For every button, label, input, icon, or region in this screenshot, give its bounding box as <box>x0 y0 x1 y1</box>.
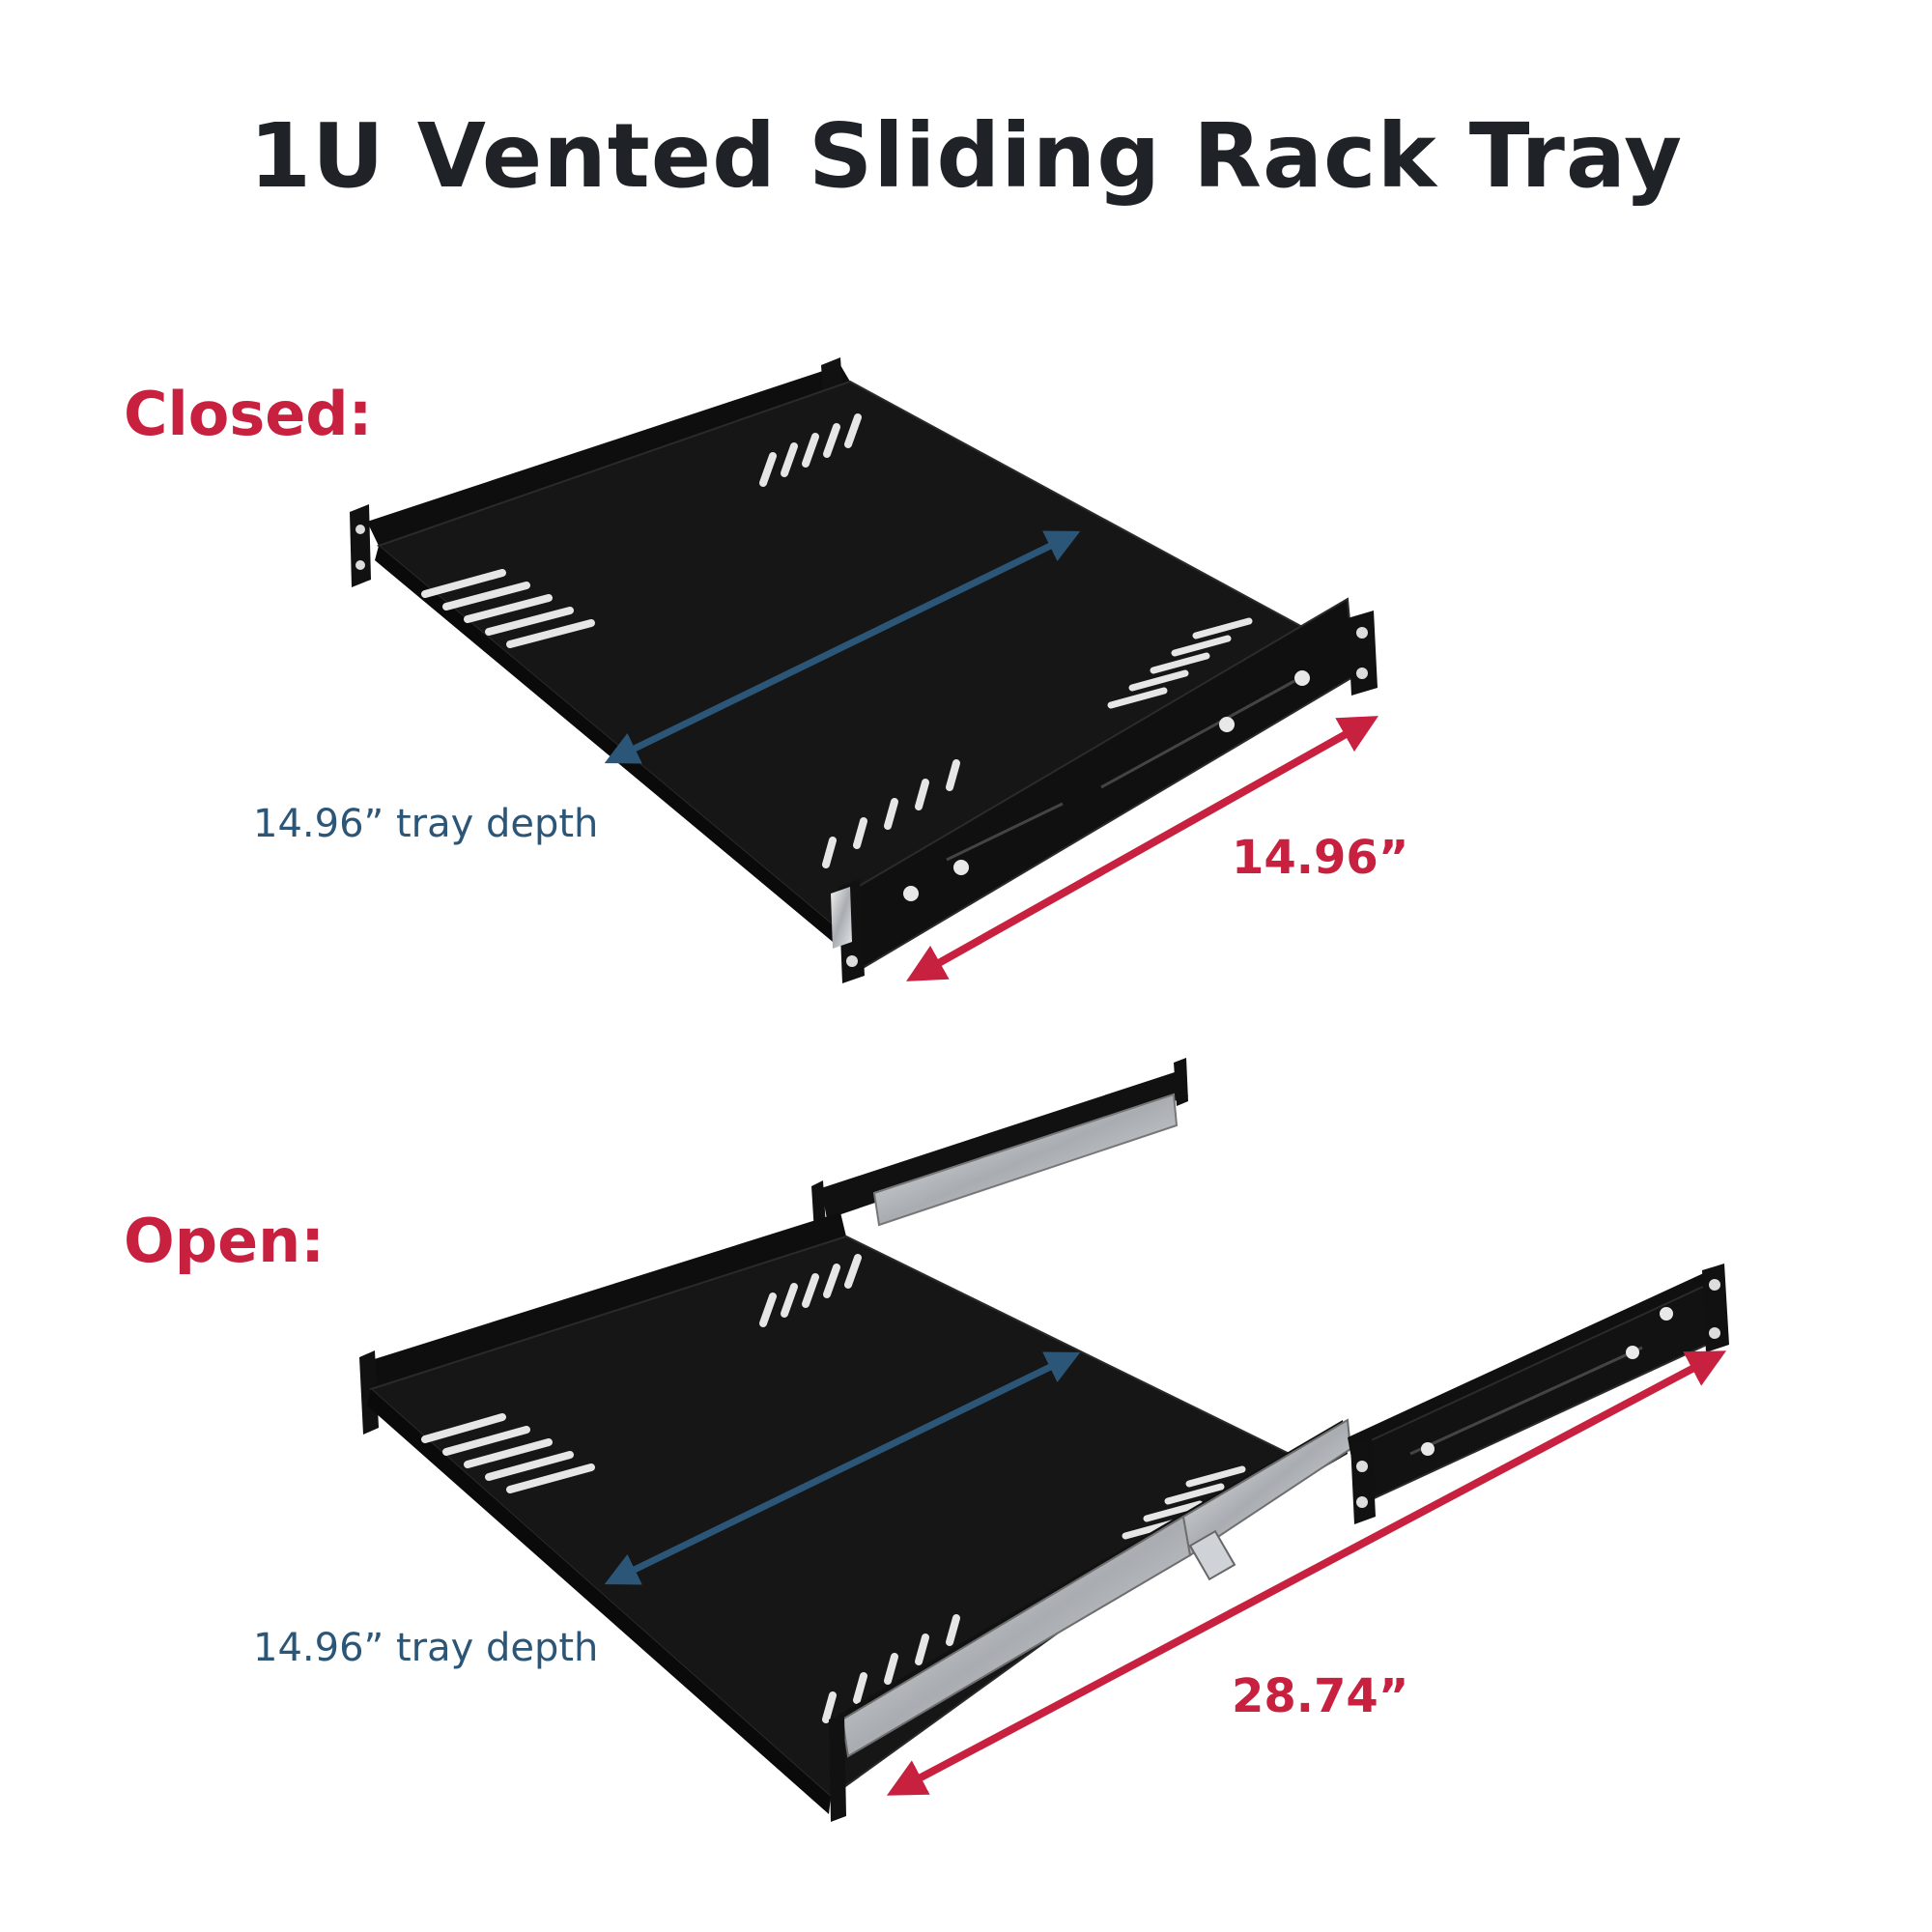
closed-length-arrow <box>906 716 1378 981</box>
open-label: Open: <box>124 1206 326 1276</box>
closed-depth-label: 14.96” tray depth <box>253 802 599 846</box>
closed-tray-illustration <box>350 357 1378 983</box>
closed-depth-arrow <box>604 530 1081 764</box>
page-title: 1U Vented Sliding Rack Tray <box>248 104 1684 208</box>
open-length-arrow <box>886 1350 1727 1796</box>
open-tray-illustration <box>359 1058 1729 1822</box>
closed-label: Closed: <box>124 379 373 449</box>
open-depth-label: 14.96” tray depth <box>253 1626 599 1670</box>
